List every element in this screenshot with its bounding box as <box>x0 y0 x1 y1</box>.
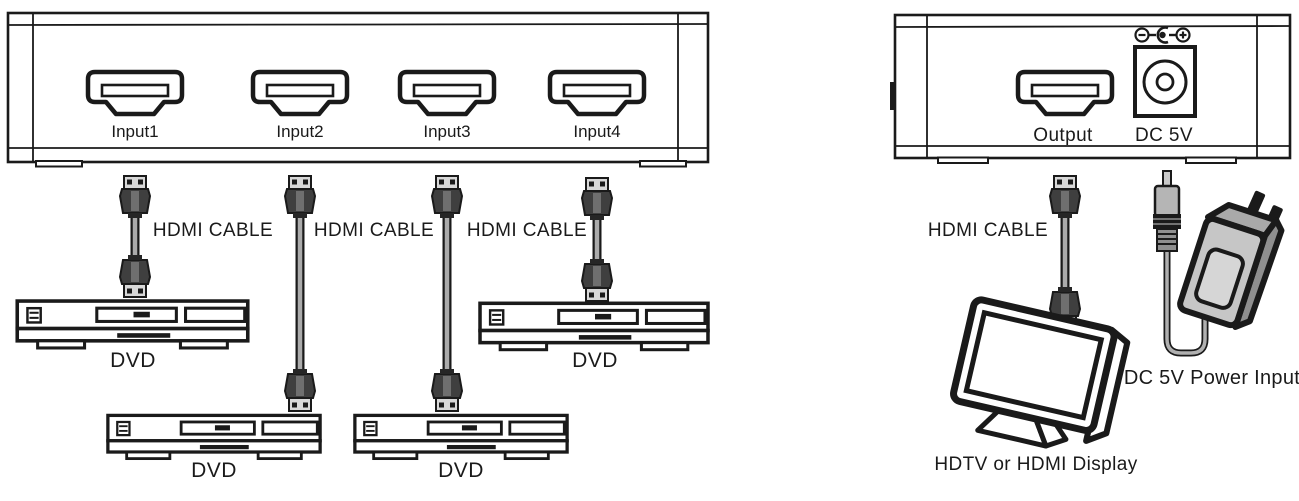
port-label-input3: Input3 <box>423 122 470 141</box>
dvd-label-4: DVD <box>572 349 618 372</box>
hdmi-plug-icon <box>431 175 463 219</box>
dvd-player-icon <box>353 413 569 461</box>
hdmi-plug-icon <box>581 258 613 302</box>
dvd-player-icon <box>106 413 322 461</box>
cable-label-3: HDMI CABLE <box>467 220 587 241</box>
port-label-input1: Input1 <box>111 122 158 141</box>
port-label-input4: Input4 <box>573 122 620 141</box>
hdmi-plug-icon <box>431 368 463 412</box>
dvd-player-2: DVD <box>106 413 322 482</box>
hdtv-icon <box>950 296 1131 449</box>
port-label-dc5v: DC 5V <box>1135 125 1193 146</box>
dvd-label-1: DVD <box>110 349 156 372</box>
dvd-player-3: DVD <box>353 413 569 482</box>
hdmi-plug-icon <box>581 177 613 221</box>
dvd-player-1: DVD <box>15 299 250 372</box>
port-label-output: Output <box>1033 125 1093 146</box>
device-foot <box>639 160 687 168</box>
hdmi-cable-1 <box>119 175 151 298</box>
hdmi-switch-output-panel: Output DC 5V <box>890 13 1292 164</box>
dvd-player-icon <box>15 299 250 350</box>
port-label-input2: Input2 <box>276 122 323 141</box>
power-adapter-icon <box>1177 190 1285 330</box>
hdmi-switch-input-panel: Input1 Input2 Input3 Input4 <box>6 11 710 168</box>
hdmi-cable-4 <box>581 177 613 302</box>
display-label: HDTV or HDMI Display <box>934 454 1137 475</box>
dvd-player-4: DVD <box>478 301 710 372</box>
hdmi-plug-icon <box>284 175 316 219</box>
polarity-center-positive-icon <box>1134 26 1191 44</box>
hdmi-cable-2 <box>284 175 316 412</box>
cable-label-output: HDMI CABLE <box>928 220 1048 241</box>
device-foot <box>1185 156 1237 164</box>
hdmi-plug-icon <box>119 254 151 298</box>
cable-label-2: HDMI CABLE <box>314 220 434 241</box>
dvd-label-2: DVD <box>191 459 237 482</box>
cable-label-1: HDMI CABLE <box>153 220 273 241</box>
dvd-label-3: DVD <box>438 459 484 482</box>
dc-barrel-plug-icon <box>1153 170 1209 357</box>
device-foot <box>35 160 83 168</box>
power-input-label: DC 5V Power Input <box>1124 367 1299 389</box>
hdmi-cable-3 <box>431 175 463 412</box>
device-foot <box>937 156 989 164</box>
side-tab <box>890 82 895 110</box>
dc-jack-icon <box>1133 45 1197 118</box>
hdmi-plug-icon <box>119 175 151 219</box>
dvd-player-icon <box>478 301 710 352</box>
hdmi-cable-output <box>1049 175 1081 330</box>
hdmi-plug-icon <box>1049 175 1081 219</box>
hdmi-plug-icon <box>284 368 316 412</box>
